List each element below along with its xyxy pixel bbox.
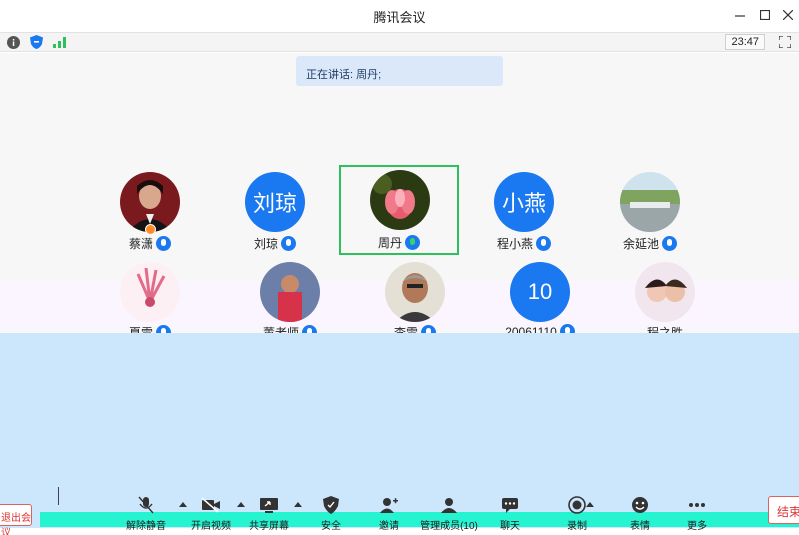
mic-icon (662, 236, 677, 251)
status-strip: 23:47 (0, 32, 799, 52)
signal-icon[interactable] (52, 35, 66, 49)
shield-icon[interactable] (29, 35, 43, 49)
close-icon[interactable] (778, 5, 798, 25)
meeting-timer: 23:47 (725, 34, 765, 50)
toolbar-band (40, 512, 799, 527)
share-options-caret[interactable] (294, 502, 302, 507)
window-title: 腾讯会议 (373, 10, 426, 25)
end-meeting-button[interactable]: 结束 (768, 496, 799, 524)
start-video-button[interactable]: 开启视频 (180, 492, 242, 534)
emoji-button[interactable]: 表情 (609, 492, 671, 534)
more-button[interactable]: 更多 (666, 492, 728, 534)
maximize-icon[interactable] (755, 5, 775, 25)
mic-muted-icon (136, 496, 156, 514)
invite-icon (379, 496, 399, 514)
invite-button[interactable]: 邀请 (358, 492, 420, 534)
avatar (120, 172, 180, 232)
shield-icon (321, 496, 341, 514)
chat-icon (500, 496, 520, 514)
mic-active-icon (405, 235, 420, 250)
avatar: 刘琼 (245, 172, 305, 232)
bottom-toolbar: 解除静音 开启视频 共享屏幕 安全 邀请 管理成员(10) (0, 490, 799, 535)
minimize-icon[interactable] (730, 5, 750, 25)
mic-icon (281, 236, 296, 251)
shared-content-area (0, 333, 799, 528)
participant-name: 蔡潇 (128, 237, 153, 251)
participant-tile[interactable]: 小燕 程小燕 (464, 168, 584, 258)
mic-icon (156, 236, 171, 251)
audio-options-caret[interactable] (179, 502, 187, 507)
manage-members-button[interactable]: 管理成员(10) (418, 492, 480, 534)
avatar: 小燕 (494, 172, 554, 232)
participant-name: 程小燕 (496, 237, 533, 251)
participant-name: 刘琼 (253, 237, 278, 251)
record-button[interactable]: 录制 (546, 492, 608, 534)
participant-tile[interactable]: 余延池 (590, 168, 710, 258)
participant-name: 余延池 (622, 237, 659, 251)
record-options-caret[interactable] (586, 502, 594, 507)
participant-name: 周丹 (377, 236, 402, 250)
host-badge (145, 224, 156, 235)
speaking-indicator: 正在讲话: 周丹; (296, 56, 503, 86)
unmute-button[interactable]: 解除静音 (115, 492, 177, 534)
participant-tile[interactable]: 蔡潇 (90, 168, 210, 258)
members-icon (439, 496, 459, 514)
avatar (620, 172, 680, 232)
avatar (385, 262, 445, 322)
avatar (370, 170, 430, 230)
camera-off-icon (201, 496, 221, 514)
chat-button[interactable]: 聊天 (479, 492, 541, 534)
avatar (635, 262, 695, 322)
divider (58, 487, 59, 505)
record-icon (567, 496, 587, 514)
share-screen-button[interactable]: 共享屏幕 (238, 492, 300, 534)
fullscreen-icon[interactable] (778, 35, 792, 49)
participant-tile-active[interactable]: 周丹 (339, 165, 459, 255)
title-bar: 腾讯会议 (0, 0, 799, 30)
avatar (120, 262, 180, 322)
participant-tile[interactable]: 刘琼 刘琼 (215, 168, 335, 258)
video-options-caret[interactable] (237, 502, 245, 507)
avatar (260, 262, 320, 322)
security-button[interactable]: 安全 (300, 492, 362, 534)
leave-meeting-button[interactable]: 退出会议 (0, 504, 32, 535)
info-icon[interactable] (6, 35, 20, 49)
participant-tile[interactable]: 程之胜 (605, 258, 725, 348)
share-screen-icon (259, 496, 279, 514)
more-icon (687, 496, 707, 514)
avatar: 10 (510, 262, 570, 322)
mic-icon (536, 236, 551, 251)
emoji-icon (630, 496, 650, 514)
